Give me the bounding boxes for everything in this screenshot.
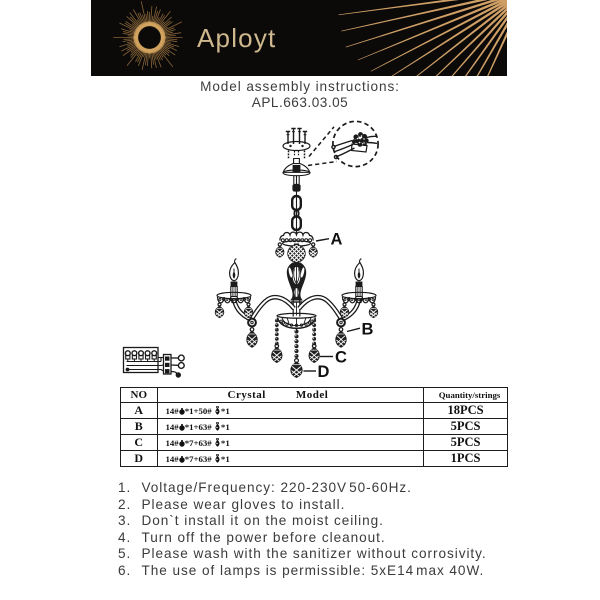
svg-text:B: B xyxy=(362,321,374,339)
svg-text:C: C xyxy=(335,349,347,367)
svg-text:D: D xyxy=(318,363,330,381)
svg-text:A: A xyxy=(331,231,343,249)
